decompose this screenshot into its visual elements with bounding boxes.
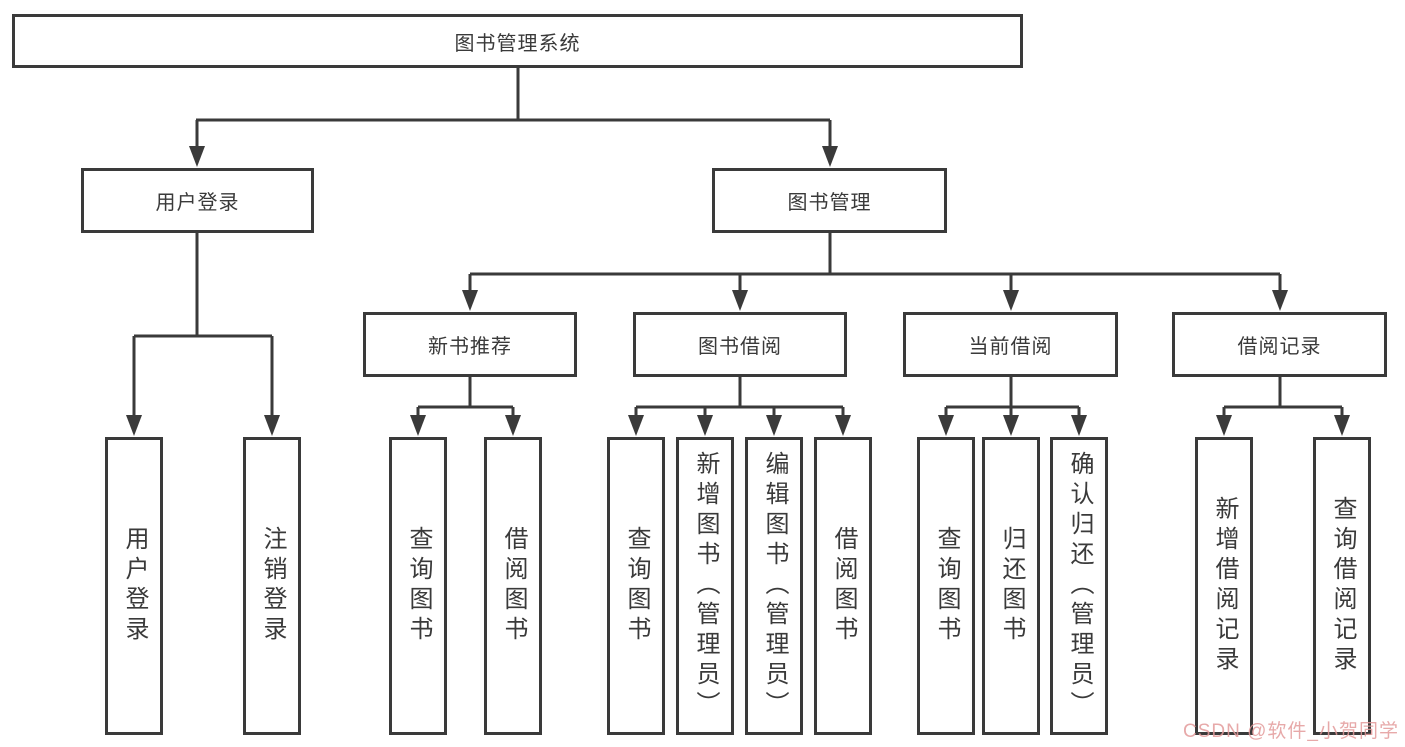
node-current-borrowing: 当前借阅 (903, 312, 1118, 377)
leaf-return-books: 归还图书 (982, 437, 1040, 735)
leaf-edit-books-admin: 编辑图书（管理员） (745, 437, 803, 735)
node-user-login: 用户登录 (81, 168, 314, 233)
leaf-logout: 注销登录 (243, 437, 301, 735)
node-borrowing-records: 借阅记录 (1172, 312, 1387, 377)
leaf-query-books-borrow: 查询图书 (607, 437, 665, 735)
leaf-confirm-return-admin: 确认归还（管理员） (1050, 437, 1108, 735)
leaf-query-books-current: 查询图书 (917, 437, 975, 735)
node-library-management-system: 图书管理系统 (12, 14, 1023, 68)
leaf-add-borrow-record: 新增借阅记录 (1195, 437, 1253, 735)
leaf-query-books-recommend: 查询图书 (389, 437, 447, 735)
node-book-management: 图书管理 (712, 168, 947, 233)
leaf-borrow-books: 借阅图书 (814, 437, 872, 735)
node-book-borrowing: 图书借阅 (633, 312, 847, 377)
leaf-borrow-books-recommend: 借阅图书 (484, 437, 542, 735)
csdn-watermark: CSDN @软件_小贺同学 (1183, 721, 1399, 742)
leaf-query-borrow-record: 查询借阅记录 (1313, 437, 1371, 735)
leaf-add-books-admin: 新增图书（管理员） (676, 437, 734, 735)
node-new-book-recommendation: 新书推荐 (363, 312, 577, 377)
leaf-user-login: 用户登录 (105, 437, 163, 735)
